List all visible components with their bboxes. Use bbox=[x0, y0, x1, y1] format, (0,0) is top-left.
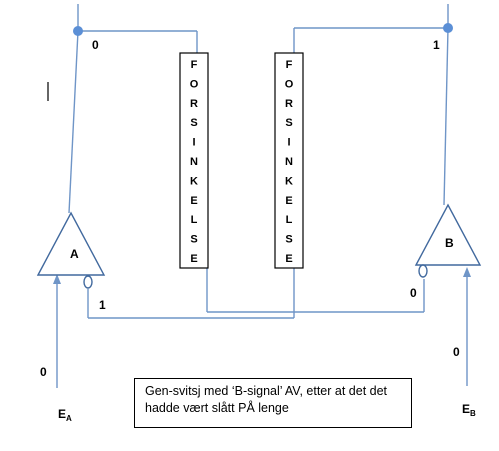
delay-letter: L bbox=[286, 214, 293, 226]
delay-letter: I bbox=[192, 137, 195, 149]
delay-letter: O bbox=[285, 78, 294, 90]
signal-b-input: 0 bbox=[453, 345, 460, 359]
delay-letter: S bbox=[285, 234, 292, 246]
input-b-label-base: E bbox=[462, 402, 470, 416]
gate-b bbox=[414, 203, 482, 266]
gate-a-inverter-bubble bbox=[83, 275, 93, 289]
delay-letter: F bbox=[191, 59, 198, 71]
delay-letter: E bbox=[285, 195, 292, 207]
caption-text: Gen-svitsj med ‘B-signal’ AV, etter at d… bbox=[145, 384, 388, 415]
gate-a bbox=[36, 211, 106, 276]
signal-b-feedback: 0 bbox=[410, 286, 417, 300]
input-a-label-sub: A bbox=[66, 414, 72, 423]
input-a-label: EA bbox=[58, 407, 72, 423]
node-b-output bbox=[443, 23, 453, 33]
delay-letter: E bbox=[190, 195, 197, 207]
delay-letter: E bbox=[190, 253, 197, 265]
node-a-output bbox=[73, 26, 83, 36]
delay-letter: F bbox=[286, 59, 293, 71]
delay-letter: K bbox=[190, 175, 198, 187]
wire-b-output bbox=[443, 27, 449, 206]
input-a-arrowhead bbox=[53, 274, 61, 284]
delay-letter: O bbox=[190, 78, 199, 90]
input-b-label-sub: B bbox=[470, 409, 476, 418]
gate-b-inverter-bubble bbox=[418, 264, 428, 278]
signal-a-feedback: 1 bbox=[99, 298, 106, 312]
signal-a-input: 0 bbox=[40, 365, 47, 379]
delay-letter: N bbox=[190, 156, 198, 168]
delay-letter: I bbox=[287, 137, 290, 149]
signal-a-output: 0 bbox=[92, 38, 99, 52]
delay-letter: K bbox=[285, 175, 293, 187]
delay-letter: L bbox=[191, 214, 198, 226]
delay-letter: S bbox=[285, 117, 292, 129]
input-b-label: EB bbox=[462, 402, 476, 418]
delay-box-2 bbox=[274, 52, 304, 269]
input-a-label-base: E bbox=[58, 407, 66, 421]
delay-box-1 bbox=[179, 52, 209, 269]
delay-letter: S bbox=[190, 234, 197, 246]
input-b-arrowhead bbox=[463, 267, 471, 277]
delay-letter: N bbox=[285, 156, 293, 168]
delay-letter: E bbox=[285, 253, 292, 265]
delay-letter: R bbox=[285, 98, 293, 110]
caption-box: Gen-svitsj med ‘B-signal’ AV, etter at d… bbox=[134, 378, 412, 428]
delay-letter: R bbox=[190, 98, 198, 110]
gate-a-label: A bbox=[70, 247, 79, 261]
delay-letter: S bbox=[190, 117, 197, 129]
gate-b-label: B bbox=[445, 236, 454, 250]
signal-b-output: 1 bbox=[433, 38, 440, 52]
wire-a-output bbox=[68, 30, 79, 214]
